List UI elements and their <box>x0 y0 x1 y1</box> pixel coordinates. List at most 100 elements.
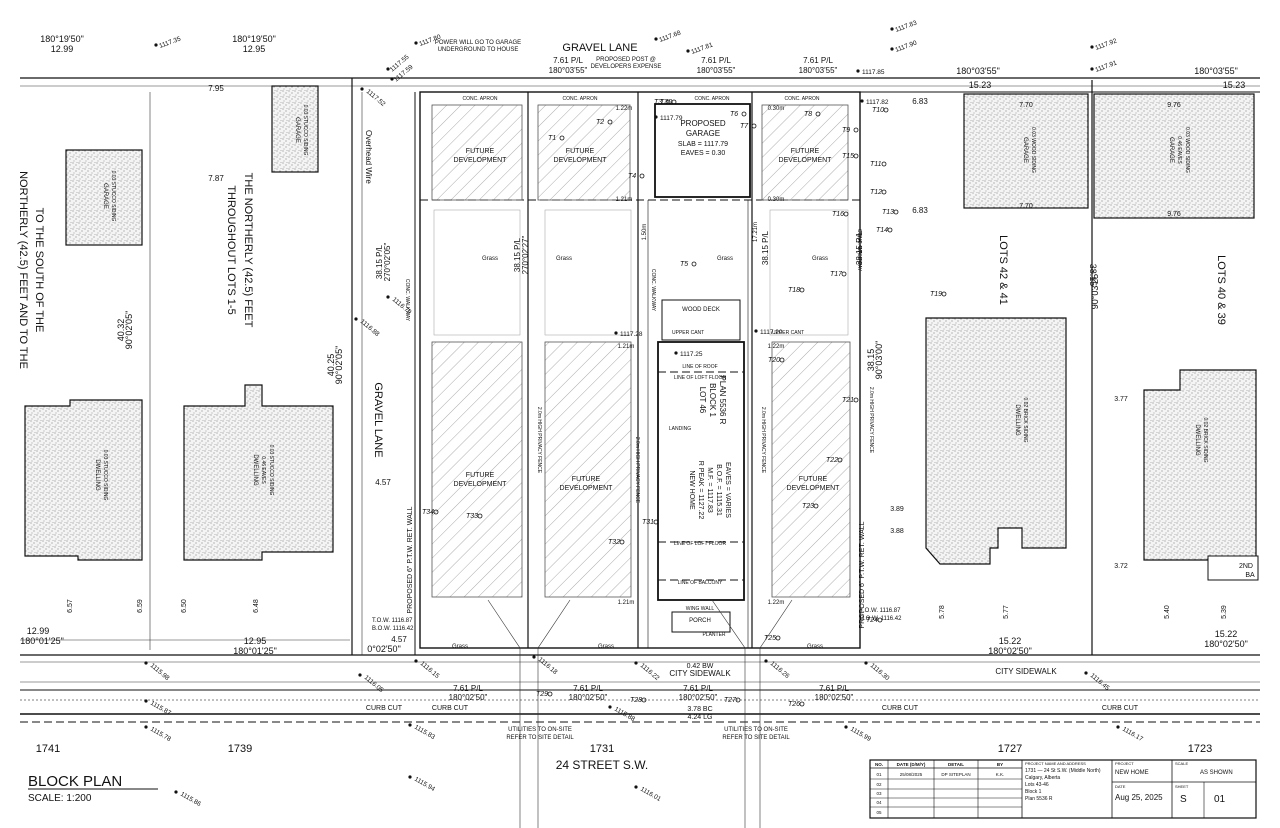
dim-648: 6.48 <box>253 599 260 613</box>
conc-apron-2: CONC. APRON <box>562 96 597 102</box>
dim-1295-bottom: 12.95 <box>244 636 267 646</box>
address-1731: 1731 <box>590 743 614 755</box>
tree-icon <box>741 111 747 117</box>
garage-1727-siding: 0.03 WOOD SIDING <box>1030 127 1036 173</box>
spot-elevation-marker <box>614 331 618 335</box>
tree-label: T5 <box>680 261 688 268</box>
tb-hdr-by: BY <box>997 762 1003 767</box>
privacy-fence-1: 2.0m HIGH PRIVACY FENCE <box>536 407 542 474</box>
wood-deck-label: WOOD DECK <box>682 307 720 313</box>
tree-icon <box>883 107 889 113</box>
dim-659: 6.59 <box>137 599 144 613</box>
street-lines <box>20 654 1260 723</box>
lot-title-line-2: BLOCK 1 <box>708 383 717 417</box>
grass-6: Grass <box>598 644 614 650</box>
spot-elevation-label: 1117.28 <box>620 331 643 338</box>
tb-rev1-by: K.K. <box>996 772 1005 777</box>
bearing-top-mid: 180°19'50" <box>232 34 276 44</box>
utilities-note-1b: REFER TO SITE DETAIL <box>506 735 574 741</box>
tow-west: T.O.W. 1116.87 <box>372 618 413 624</box>
upper-cant-label: UPPER CANT <box>672 330 704 336</box>
address-labels: 1741 1739 1731 1727 1723 <box>36 743 1212 755</box>
future-dev-1a: FUTURE <box>466 148 495 155</box>
dim-1299-top: 12.99 <box>51 44 74 54</box>
dim-372: 3.72 <box>1114 563 1128 570</box>
spot-elevation-marker <box>386 295 390 299</box>
spot-elevation-label: 1115.78 <box>149 726 172 744</box>
pl-top-3: 7.61 P/L <box>803 56 833 65</box>
lot-title-line-3: PLAN 5536 R <box>718 376 727 425</box>
city-sidewalk-label-right: CITY SIDEWALK <box>995 667 1057 676</box>
pl-side-1: 38.15 P/L <box>375 244 384 279</box>
dim-121-3: 1.21m <box>618 600 635 606</box>
pl-bottom-3: 7.61 P/L <box>683 684 713 693</box>
conc-walkway-west: CONC. WALKWAY <box>404 279 410 322</box>
spot-elevation-marker <box>1090 67 1094 71</box>
tb-project-line-5: Plan 5536 R <box>1025 796 1053 802</box>
bc-value: 3.78 BC <box>687 706 712 713</box>
tree-label: T28 <box>630 697 642 704</box>
ret-wall-west: PROPOSED 6" P.T.W. RET. WALL <box>407 506 414 613</box>
tree-icon <box>853 153 859 159</box>
spot-elevation-label: 1116.15 <box>419 660 441 680</box>
garage-1741-siding: 0.03 STUCCO SIDING <box>110 171 116 222</box>
tree-icon <box>671 99 677 105</box>
utilities-note-2b: REFER TO SITE DETAIL <box>722 735 790 741</box>
tree-markers: T1T2T3T4T5T6T7T8T9T10T11T12T13T14T15T16T… <box>422 99 947 708</box>
neighbour-lot-1727 <box>925 80 1093 655</box>
city-sidewalk-label: CITY SIDEWALK <box>669 669 731 678</box>
northerly-note-a-1: TO THE SOUTH OF THE <box>33 208 45 333</box>
tb-project-name-label: PROJECT <box>1115 761 1134 766</box>
spot-elevation-label: 1117.52 <box>365 88 387 108</box>
tree-label: T3 <box>654 99 662 106</box>
dwelling-1723: DWELLING <box>1194 424 1200 456</box>
gravel-lane-lines <box>20 77 1260 93</box>
pl-top-1: 7.61 P/L <box>553 56 583 65</box>
tree-label: T24 <box>866 617 878 624</box>
garage-1723: GARAGE <box>1168 137 1174 163</box>
dim-4025: 40.25 <box>326 354 336 377</box>
tb-date-value: Aug 25, 2025 <box>1115 793 1163 802</box>
dim-1523-1: 15.23 <box>969 80 992 90</box>
garage-line-2: GARAGE <box>686 129 720 138</box>
dim-650: 6.50 <box>181 599 188 613</box>
spot-elevation-label: 1117.81 <box>690 41 714 55</box>
wing-wall-label: WING WALL <box>686 606 715 612</box>
garage-line-3: SLAB = 1117.79 <box>678 141 728 148</box>
dwelling-1723-siding: 0.02 BRICK SIDING <box>1202 417 1208 462</box>
centre-lots <box>419 91 861 649</box>
tree-label: T30 <box>660 99 672 106</box>
spot-elevation-label: 1116.26 <box>769 660 791 680</box>
spot-elevation-label: 1115.83 <box>413 724 436 742</box>
spot-elevation-marker <box>1090 45 1094 49</box>
tree-icon <box>881 161 887 167</box>
tb-rev-3: 03 <box>876 791 882 796</box>
drawing-title: BLOCK PLAN SCALE: 1:200 <box>28 773 158 804</box>
bearing-top-2: 180°03'55" <box>697 66 736 75</box>
dim-4032: 40.32 <box>116 319 126 342</box>
tree-label: T33 <box>466 513 478 520</box>
pl-side-4: 38.15 P/L <box>855 230 864 265</box>
dim-457-1: 4.57 <box>375 478 391 487</box>
utilities-note-1a: UTILITIES TO ON-SITE <box>508 727 572 733</box>
future-dev-6b: DEVELOPMENT <box>787 485 841 492</box>
spot-elevation-marker <box>390 77 394 81</box>
garage-line-4: EAVES = 0.30 <box>681 150 726 157</box>
spot-elevation-label: 1117.25 <box>680 351 703 358</box>
spot-elevation-marker <box>532 655 536 659</box>
dim-030-1: 0.30m <box>768 106 785 112</box>
dwelling-1727: DWELLING <box>1014 404 1020 436</box>
dim-1721: 17.21m <box>753 222 759 242</box>
spot-elevation-label: 1115.86 <box>179 791 202 809</box>
spot-elevation-marker <box>354 317 358 321</box>
tb-rev-4: 04 <box>876 800 882 805</box>
spot-elevation-label: 1116.22 <box>639 662 661 682</box>
dim-388: 3.88 <box>890 528 904 535</box>
title-block: NO. DATE (D/M/Y) DETAIL BY 01 02 03 04 0… <box>869 759 1257 819</box>
future-dev-4b: DEVELOPMENT <box>454 481 508 488</box>
tree-icon <box>877 617 883 623</box>
tb-scale-label: SCALE <box>1175 761 1188 766</box>
spot-elevation-marker <box>408 723 412 727</box>
grass-1: Grass <box>482 256 498 262</box>
tree-icon <box>841 271 847 277</box>
